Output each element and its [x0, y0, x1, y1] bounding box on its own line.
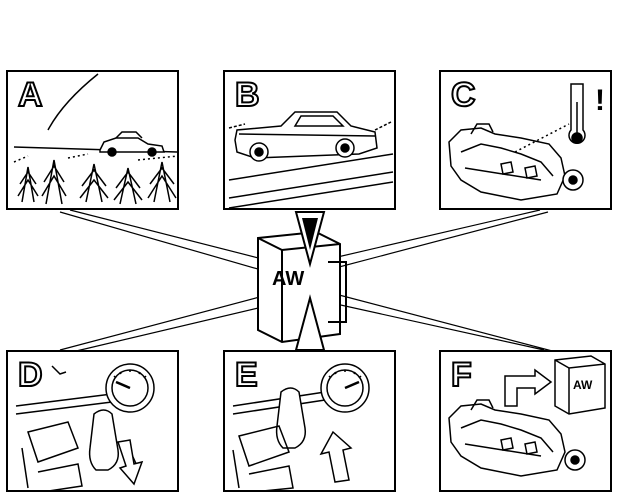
panel-a-letter: A [17, 76, 44, 114]
small-aw-label: AW [573, 378, 593, 392]
panel-d: D [6, 350, 179, 492]
panel-d-illustration [15, 363, 155, 490]
connector-c [315, 209, 549, 273]
panel-e-illustration [232, 363, 370, 490]
panel-c-letter: C [450, 76, 477, 114]
panel-a-illustration [13, 73, 177, 205]
control-unit-illustration [257, 211, 347, 351]
panel-e: E [223, 350, 396, 492]
panel-f-illustration [448, 355, 606, 477]
panel-f: F AW [439, 350, 612, 492]
panel-e-letter: E [234, 356, 259, 394]
panel-d-letter: D [17, 356, 44, 394]
warning-exclamation: ! [595, 84, 605, 117]
connector-f [317, 289, 557, 353]
connector-a [59, 209, 291, 277]
panel-b: B [223, 70, 396, 210]
panel-b-illustration [228, 111, 394, 208]
panel-b-letter: B [234, 76, 261, 114]
panel-a: A [6, 70, 179, 210]
panel-c-illustration [448, 83, 586, 201]
panel-c: C ! [439, 70, 612, 210]
connector-d [59, 289, 293, 353]
hub-label: AW [272, 268, 305, 290]
panel-f-letter: F [450, 356, 473, 394]
